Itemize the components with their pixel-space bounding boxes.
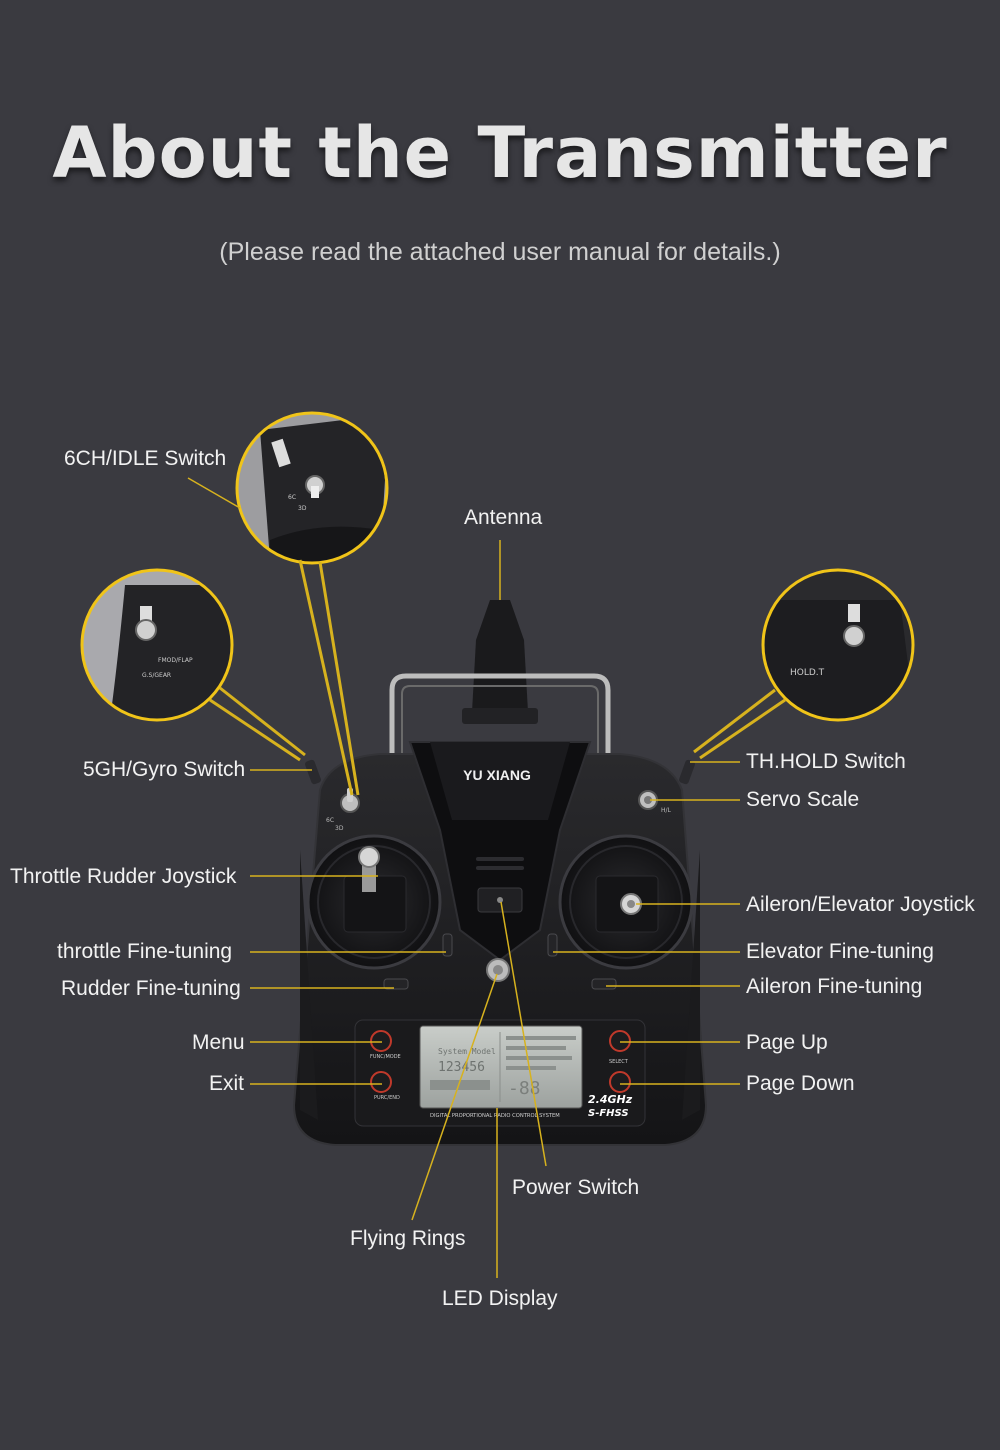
label-th-hold: TH.HOLD Switch (746, 750, 906, 773)
lcd-line2: 123456 (438, 1060, 485, 1075)
svg-text:6C: 6C (326, 817, 334, 824)
callout-lines (187, 477, 786, 1278)
switch-servo-scale[interactable] (638, 790, 658, 810)
zoom-gyro-switch: FMOD/FLAP G.S/GEAR (80, 568, 234, 722)
label-servo-scale: Servo Scale (746, 788, 860, 811)
label-antenna: Antenna (464, 506, 543, 529)
label-page-down: Page Down (746, 1072, 855, 1095)
switch-th-hold[interactable] (678, 759, 696, 785)
label-throttle-rudder-stick: Throttle Rudder Joystick (10, 865, 237, 888)
svg-text:FMOD/FLAP: FMOD/FLAP (158, 657, 193, 664)
antenna (462, 600, 538, 724)
page-title: About the Transmitter (52, 112, 948, 194)
svg-text:6C: 6C (288, 494, 296, 501)
svg-text:HOLD.T: HOLD.T (790, 668, 825, 678)
lcd-line1: System Model (438, 1047, 496, 1056)
zoom-idle-switch: 6C 3D (235, 411, 389, 565)
label-throttle-trim: throttle Fine-tuning (57, 940, 233, 963)
exit-button[interactable] (370, 1071, 392, 1093)
label-aileron-trim: Aileron Fine-tuning (746, 975, 923, 998)
footer-text: DIGITAL PROPORTIONAL RADIO CONTROL SYSTE… (430, 1113, 560, 1119)
switch-5gh-gyro[interactable] (304, 759, 322, 785)
aileron-trim[interactable] (591, 978, 617, 990)
carry-handle (389, 673, 611, 760)
rudder-trim[interactable] (383, 978, 409, 990)
protocol-badge: S-FHSS (588, 1108, 629, 1119)
label-aileron-elevator-stick: Aileron/Elevator Joystick (746, 893, 975, 916)
throttle-rudder-joystick[interactable] (306, 834, 442, 970)
svg-text:3D: 3D (335, 825, 344, 832)
svg-text:H/L: H/L (661, 807, 672, 814)
label-exit: Exit (209, 1072, 245, 1095)
label-flying-rings: Flying Rings (350, 1227, 466, 1250)
label-idle-switch: 6CH/IDLE Switch (64, 447, 227, 470)
brand-label: YU XIANG (463, 767, 531, 783)
page-up-button[interactable] (609, 1030, 631, 1052)
svg-text:-88: -88 (508, 1078, 541, 1099)
label-power-switch: Power Switch (512, 1176, 640, 1199)
label-rudder-trim: Rudder Fine-tuning (61, 977, 241, 1000)
menu-button[interactable] (370, 1030, 392, 1052)
svg-text:3D: 3D (298, 505, 307, 512)
throttle-trim[interactable] (442, 933, 453, 957)
svg-text:FUNC/MODE: FUNC/MODE (370, 1054, 401, 1060)
label-menu: Menu (192, 1031, 245, 1054)
svg-text:SELECT: SELECT (609, 1059, 629, 1065)
zoom-th-hold-switch: HOLD.T (761, 568, 915, 722)
page-down-button[interactable] (609, 1071, 631, 1093)
label-led-display: LED Display (442, 1287, 558, 1310)
label-gyro-switch: 5GH/Gyro Switch (83, 758, 246, 781)
label-elevator-trim: Elevator Fine-tuning (746, 940, 934, 963)
page-subtitle: (Please read the attached user manual fo… (219, 238, 781, 266)
svg-text:PURC/END: PURC/END (374, 1095, 400, 1101)
elevator-trim[interactable] (547, 933, 558, 957)
band-badge: 2.4GHz (588, 1093, 633, 1106)
led-display: -88 (419, 1025, 583, 1109)
label-page-up: Page Up (746, 1031, 828, 1054)
svg-text:G.S/GEAR: G.S/GEAR (142, 672, 171, 679)
aileron-elevator-joystick[interactable] (558, 834, 694, 970)
